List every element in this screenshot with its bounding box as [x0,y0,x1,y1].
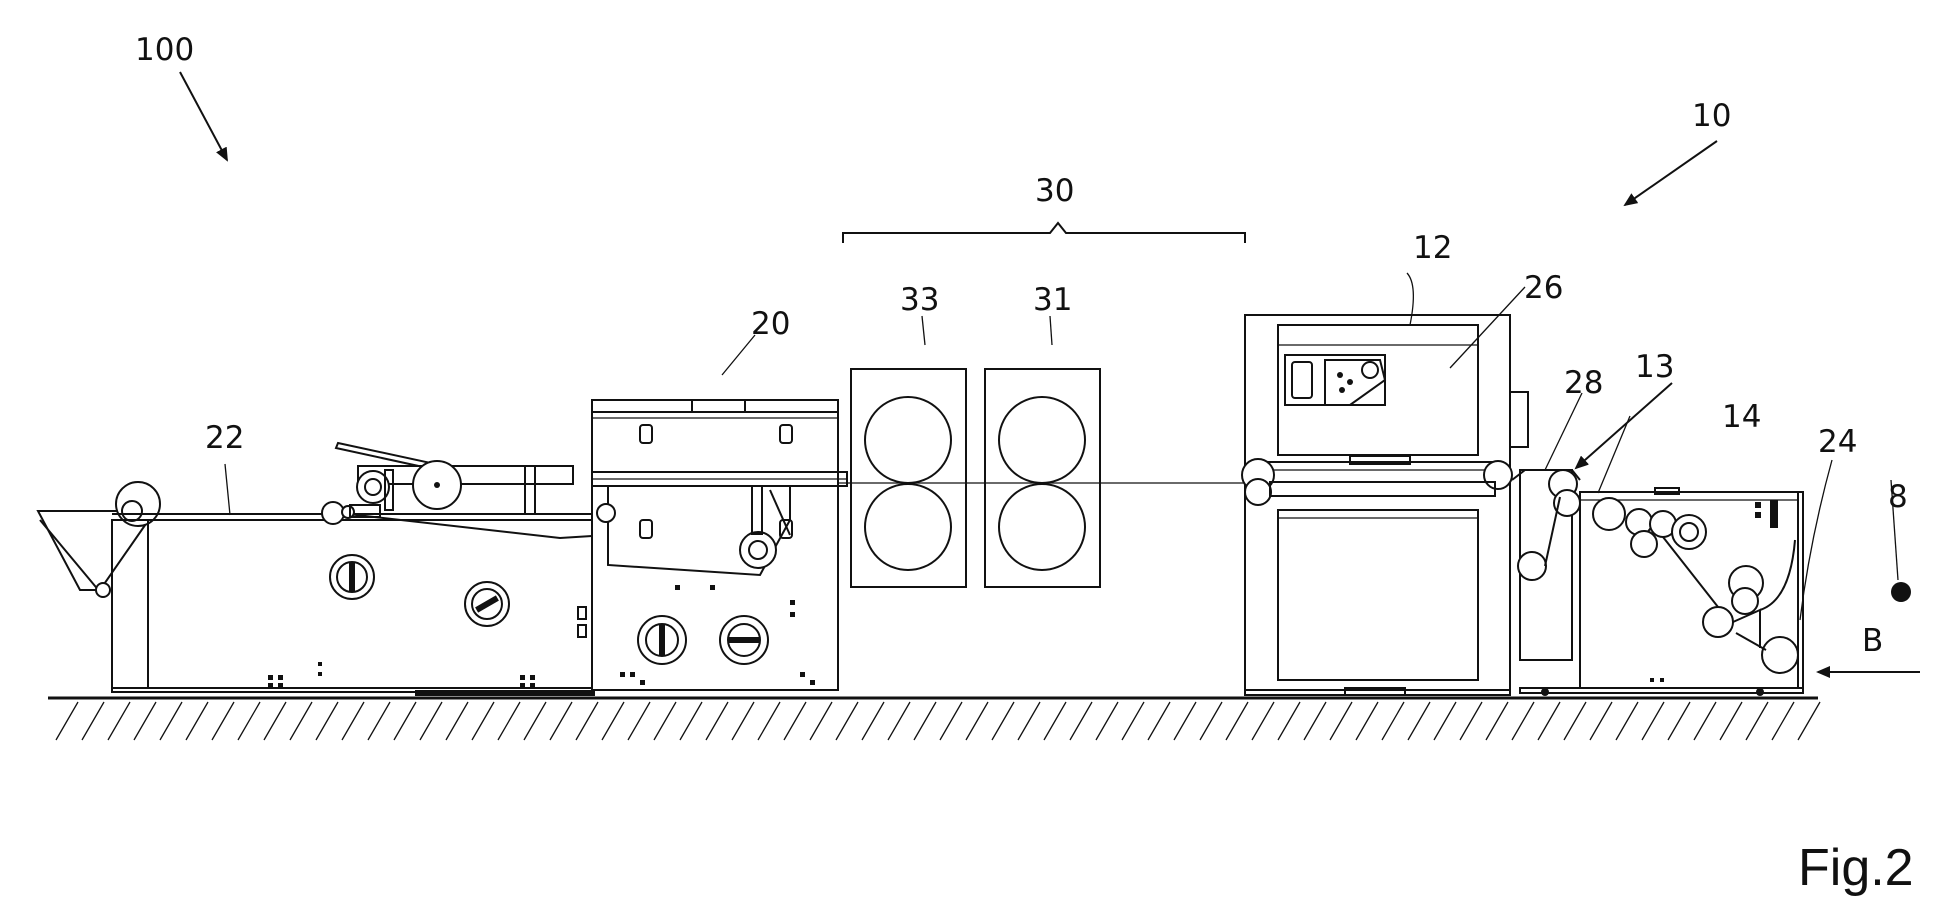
brace-30 [842,221,1246,243]
label-8: 8 [1888,479,1908,515]
label-30: 30 [1035,173,1074,209]
label-31: 31 [1033,282,1072,318]
label-26: 26 [1524,270,1563,306]
label-100: 100 [135,32,194,68]
figure-caption: Fig.2 [1798,839,1914,897]
arrow-10 [1623,140,1718,207]
label-33: 33 [900,282,939,318]
label-24: 24 [1818,424,1857,460]
control-panel [1284,354,1387,406]
handwheel-left [329,554,375,600]
label-20: 20 [751,306,790,342]
label-14: 14 [1722,399,1761,435]
ground-hatching [55,701,1821,741]
label-10: 10 [1692,98,1731,134]
label-28: 28 [1564,365,1603,401]
label-22: 22 [205,420,244,456]
label-13: 13 [1635,349,1674,385]
leader-lines [224,272,1899,621]
label-12: 12 [1413,230,1452,266]
arrow-13 [1574,382,1673,470]
unit-14-feeder [1511,469,1804,696]
module-31 [984,368,1101,588]
unit-12-machine [1241,314,1529,696]
label-B: B [1862,623,1883,659]
ground [48,696,1821,741]
unit-22-conveyor [36,441,595,696]
handwheel-right [464,581,510,627]
unit-20-machine [591,399,848,691]
arrow-100 [179,71,228,162]
module-33 [850,368,967,588]
handwheel-20a [637,615,687,665]
handwheel-20b [719,615,769,665]
point-8 [1891,582,1911,602]
